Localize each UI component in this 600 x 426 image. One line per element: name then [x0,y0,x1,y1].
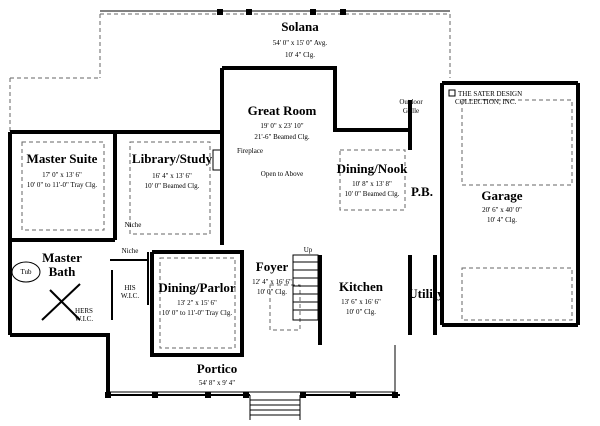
plan-line [41,283,81,321]
plan-label: Great Room [248,103,317,118]
plan-line [152,392,158,398]
plan-label: Kitchen [339,279,384,294]
plan-line [310,9,316,15]
plan-label: Library/Study [132,151,213,166]
plan-line [461,267,573,321]
room-utility: Utility [408,286,444,301]
plan-label: 10' 0" Clg. [346,308,376,316]
plan-line [339,149,406,211]
plan-label: HIS [124,284,135,292]
plan-label: W.I.C. [121,292,139,300]
copyright-mark [448,89,456,97]
plan-label: 17' 0" x 13' 6" [42,171,82,179]
plan-label: Master Suite [27,151,98,166]
room-great-room: Great Room 19' 0" x 23' 10" 21'-6" Beame… [248,103,317,178]
plan-label: 10' 0" Clg. [257,288,287,296]
plan-line [150,250,244,357]
portico-porch [105,345,400,398]
plan-line [129,141,211,235]
front-steps [249,395,301,420]
plan-label: 21'-6" Beamed Clg. [254,133,309,141]
room-solana: Solana 54' 0" x 15' 0" Avg. 10' 4" Clg. [273,19,328,59]
walls [8,66,580,395]
stairs [292,254,319,321]
plan-label: Solana [281,19,319,34]
plan-line [461,99,573,186]
plan-label: 13' 6" x 16' 6" [341,298,381,306]
fireplace-label: Fireplace [237,147,263,155]
plan-label: Bath [49,264,77,279]
plan-label: W.I.C. [75,315,93,323]
plan-line [217,9,223,15]
plan-line [105,392,111,398]
plan-label: 10' 0" to 11'-0" Tray Clg. [162,309,232,317]
plan-label: 10' 4" Clg. [285,51,315,59]
plan-line [21,141,105,231]
outdoor-grille-label: Outdoor Grille [399,98,423,115]
room-pb: P.B. [411,184,433,199]
plan-label: Garage [481,188,522,203]
plan-label: 10' 0" Beamed Clg. [345,190,400,198]
his-wic-label: HIS W.I.C. [121,284,139,300]
plan-line [222,66,410,132]
plan-label: 19' 0" x 23' 10" [260,122,303,130]
plan-line [205,392,211,398]
plan-line [159,257,236,349]
room-portico: Portico 54' 8" x 9' 4" [197,361,237,387]
room-kitchen: Kitchen 13' 6" x 16' 6" 10' 0" Clg. [339,279,384,316]
tub-icon [11,261,41,283]
niche-label: Niche [122,247,139,255]
plan-label: Outdoor [399,98,423,106]
plan-label: 10' 0" to 11'-0" Tray Clg. [27,181,97,189]
ceiling-outlines [21,99,573,349]
open-to-above-label: Open to Above [261,170,303,178]
room-master-bath: Master Bath Tub [20,250,82,279]
plan-label: COLLECTION, INC. [455,98,516,106]
plan-line [243,392,249,398]
room-dining-nook: Dining/Nook 10' 8" x 13' 8" 10' 0" Beame… [337,161,409,198]
plan-label: Dining/Nook [337,161,409,176]
plan-line [340,9,346,15]
plan-label: 20' 6" x 40' 0" [482,206,522,214]
tub-label: Tub [20,268,32,276]
room-dining-parlor: Dining/Parlor 13' 2" x 15' 6" 10' 0" to … [158,280,236,317]
plan-label: 12' 4" x 16' 6" [252,278,292,286]
plan-label: Grille [403,107,419,115]
plan-line [300,392,306,398]
plan-label: Foyer [256,259,289,274]
plan-line [49,289,81,321]
plan-label: Portico [197,361,237,376]
plan-label: 10' 8" x 13' 8" [352,180,392,188]
plan-line [10,333,110,395]
plan-line [269,284,301,331]
plan-label: 16' 4" x 13' 6" [152,172,192,180]
hers-wic-label: HERS W.I.C. [75,307,93,323]
room-foyer: Foyer 12' 4" x 16' 6" 10' 0" Clg. [252,259,292,296]
fireplace-icon [212,149,223,171]
niche-label: Niche [125,221,142,229]
plan-label: Master [42,250,82,265]
solana-porch [9,9,451,132]
plan-label: THE SATER DESIGN [458,90,522,98]
plan-label: 54' 0" x 15' 0" Avg. [273,39,328,47]
plan-line [350,392,356,398]
plan-line [292,254,319,321]
plan-label: 10' 0" Beamed Clg. [145,182,200,190]
plan-label: 10' 4" Clg. [487,216,517,224]
room-garage: Garage 20' 6" x 40' 0" 10' 4" Clg. [481,188,522,224]
plan-label: 54' 8" x 9' 4" [199,379,235,387]
copyright-notice: THE SATER DESIGN COLLECTION, INC. [455,90,522,106]
room-library-study: Library/Study 16' 4" x 13' 6" 10' 0" Bea… [132,151,213,190]
plan-line [392,392,398,398]
plan-label: Dining/Parlor [158,280,236,295]
room-master-suite: Master Suite 17' 0" x 13' 6" 10' 0" to 1… [27,151,98,189]
stairs-up-label: Up [304,246,313,254]
plan-line [246,9,252,15]
plan-label: 13' 2" x 15' 6" [177,299,217,307]
plan-label: HERS [75,307,93,315]
